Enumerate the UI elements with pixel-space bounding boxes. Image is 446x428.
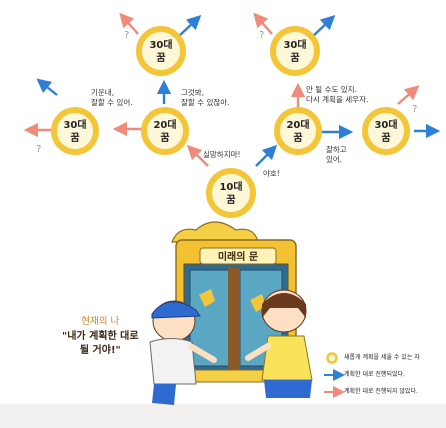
label-jalhago: 잘하고 있어. [326, 145, 347, 164]
pink-arrows [23, 12, 420, 167]
question-mark: ? [124, 30, 129, 41]
present-me-caption: 현재의 나 "내가 계획한 대로 될 거야!" [62, 313, 139, 358]
caption-role: 현재의 나 [81, 316, 120, 327]
question-mark: ? [36, 144, 41, 155]
node-word: 꿈 [160, 132, 169, 144]
legend-text: 계획한 대로 진행되었다. [344, 371, 405, 378]
legend-text: 새롭게 계획을 세울 수 있는 자 [344, 354, 420, 361]
question-mark: ? [412, 104, 417, 115]
arrow-blue-7 [255, 144, 278, 167]
boy-illustration [149, 300, 217, 405]
arrow-pink-6 [397, 85, 420, 105]
blue-arrows [36, 15, 441, 167]
legend-text: 계획한 대로 진행되지 않았다. [344, 388, 418, 395]
node-10: 10대 꿈 [206, 168, 256, 218]
label-yaho: 야호! [263, 169, 280, 178]
node-age: 20대 [286, 118, 309, 131]
question-mark: ? [259, 30, 264, 41]
caption-quote: "내가 계획한 대로 될 거야!" [62, 331, 139, 356]
legend-item: 계획한 대로 진행되었다. [324, 369, 446, 386]
node-30-far-left: 30대 꿈 [51, 107, 99, 155]
label-gianne: 기운내, 잘할 수 있어. [91, 88, 133, 107]
node-word: 꿈 [226, 194, 235, 206]
ring-icon [326, 352, 338, 364]
node-age: 20대 [153, 118, 176, 131]
node-age: 30대 [149, 38, 172, 51]
node-age: 30대 [63, 118, 86, 131]
bottom-band [0, 404, 446, 428]
arrow-blue-2 [311, 15, 336, 38]
node-word: 꿈 [381, 132, 390, 144]
label-an-doel-su: 안 될 수도 있지. 다시 계획을 세우자. [306, 85, 369, 104]
arrow-blue-1 [177, 15, 202, 38]
girl-illustration [245, 289, 313, 398]
node-word: 꿈 [70, 132, 79, 144]
node-word: 꿈 [293, 132, 302, 144]
legend: 새롭게 계획을 세울 수 있는 자 계획한 대로 진행되었다. 계획한 대로 진… [324, 352, 446, 403]
label-silmang: 실망하지마! [203, 150, 241, 159]
node-30-top-right: 30대 꿈 [270, 26, 320, 76]
arrow-pink-7 [186, 144, 209, 167]
node-20-right: 20대 꿈 [274, 107, 322, 155]
node-age: 30대 [283, 38, 306, 51]
label-geugeobwa: 그것봐, 잘할 수 있잖아. [181, 88, 230, 107]
node-30-right: 30대 꿈 [362, 107, 410, 155]
arrow-blue-3 [36, 78, 58, 96]
node-word: 꿈 [290, 52, 299, 64]
legend-item: 계획한 대로 진행되지 않았다. [324, 386, 446, 403]
arrow-pink-1 [119, 12, 139, 35]
legend-item: 새롭게 계획을 세울 수 있는 자 [324, 352, 446, 369]
node-age: 30대 [374, 118, 397, 131]
legend-symbols [324, 352, 345, 398]
arrow-pink-2 [253, 12, 273, 35]
node-20-left: 20대 꿈 [141, 107, 189, 155]
node-age: 10대 [219, 180, 242, 193]
node-30-top-left: 30대 꿈 [136, 26, 186, 76]
door-title: 미래의 문 [218, 250, 258, 263]
node-word: 꿈 [156, 52, 165, 64]
